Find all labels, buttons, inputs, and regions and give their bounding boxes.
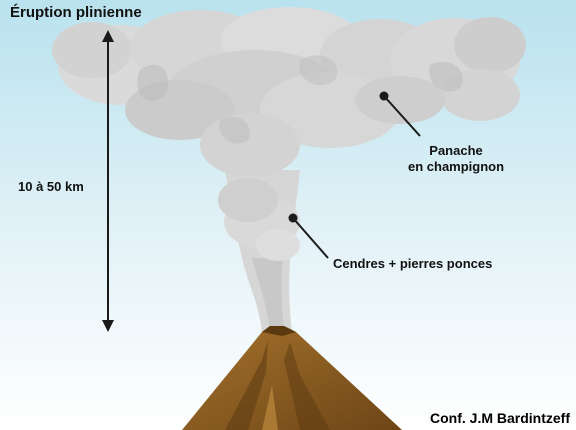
plume-label-line-2: en champignon bbox=[408, 159, 505, 174]
credit-label: Conf. J.M Bardintzeff bbox=[430, 410, 570, 426]
diagram-title: Éruption plinienne bbox=[10, 4, 142, 21]
volcano bbox=[182, 326, 402, 430]
plume-label-line-1: Panache bbox=[429, 143, 483, 158]
plume-label: Panache en champignon bbox=[408, 143, 504, 175]
ash-marker-dot bbox=[288, 213, 298, 223]
ash-leader bbox=[288, 213, 329, 259]
ash-label: Cendres + pierres ponces bbox=[333, 256, 493, 271]
plume-leader bbox=[379, 91, 421, 137]
eruption-column bbox=[218, 170, 300, 332]
plume-marker-dot bbox=[379, 91, 389, 101]
height-range-label: 10 à 50 km bbox=[18, 179, 84, 194]
